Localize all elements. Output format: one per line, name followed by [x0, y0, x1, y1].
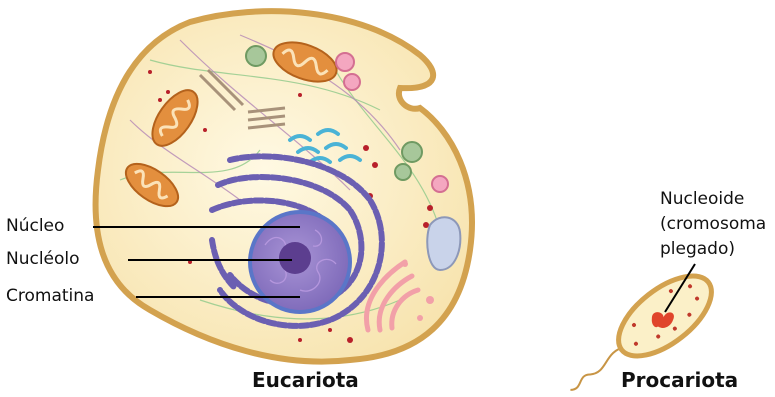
label-nucleoide-line3: plegado): [660, 237, 766, 262]
vesicle: [246, 46, 266, 66]
label-nucleoide: Nucleoide (cromosoma plegado): [660, 187, 766, 262]
label-cromatina: Cromatina: [6, 286, 94, 306]
vesicle: [344, 74, 360, 90]
label-nucleo: Núcleo: [6, 216, 64, 236]
label-nucleolo: Nucléolo: [6, 249, 80, 269]
eukaryotic-cell: [96, 11, 472, 361]
vesicle: [336, 53, 354, 71]
caption-eucariota: Eucariota: [252, 368, 359, 392]
label-nucleoide-line2: (cromosoma: [660, 212, 766, 237]
vesicle: [402, 142, 422, 162]
flagellum: [569, 345, 628, 393]
label-nucleoide-line1: Nucleoide: [660, 187, 766, 212]
caption-procariota: Procariota: [621, 368, 738, 392]
vesicle: [395, 164, 411, 180]
nucleolus: [279, 242, 311, 274]
vesicle: [432, 176, 448, 192]
